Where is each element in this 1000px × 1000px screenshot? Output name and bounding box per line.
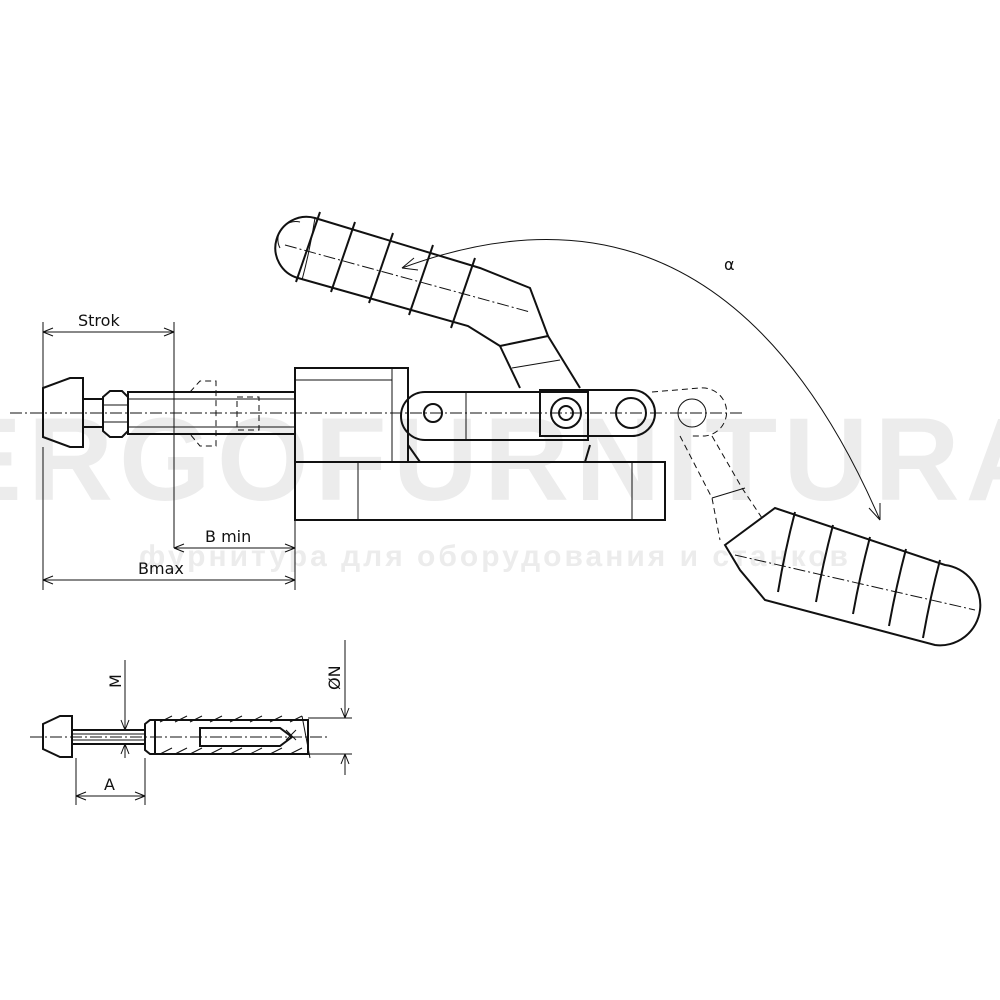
internal-thread-hidden <box>236 396 260 431</box>
stroke-label: Strok <box>78 311 120 330</box>
b-max-label: Bmax <box>138 559 184 578</box>
pivot-pin-middle <box>550 397 582 429</box>
plunger-assembly <box>42 377 296 448</box>
a-label: A <box>104 775 115 794</box>
pivot-pin-front <box>423 403 443 423</box>
detail-view: M ØN A <box>30 640 352 805</box>
pivot-pin-rear <box>615 397 647 429</box>
watermark-brand: ERGOFURNITURA <box>0 394 1000 526</box>
detail-bore <box>199 727 294 747</box>
guide-slot <box>407 444 591 463</box>
lever-link <box>400 391 589 441</box>
n-label: ØN <box>325 665 344 690</box>
toggle-link <box>539 389 656 437</box>
arc-arrow-end <box>868 503 881 521</box>
linkage <box>400 334 656 441</box>
arc-arrow-start <box>401 257 419 271</box>
open-grip-outline <box>723 506 982 647</box>
rotation-arc <box>401 239 881 521</box>
plunger-tip <box>42 377 84 448</box>
housing <box>294 367 666 521</box>
handle-open-phantom <box>651 387 982 647</box>
m-label: M <box>106 674 125 688</box>
handle-closed <box>274 211 549 347</box>
dimensions-main: Strok B min Bmax <box>42 311 296 590</box>
watermark-tagline: фурнитура для оборудования и станков <box>139 540 851 573</box>
b-min-label: B min <box>205 527 251 546</box>
alpha-label: α <box>724 255 735 274</box>
handle-grip-outline <box>274 215 549 347</box>
detail-plunger-tip <box>42 715 73 758</box>
retracted-tip-ghost <box>189 380 217 447</box>
handle-neck <box>498 334 581 389</box>
pivot-pin-open <box>677 398 707 428</box>
